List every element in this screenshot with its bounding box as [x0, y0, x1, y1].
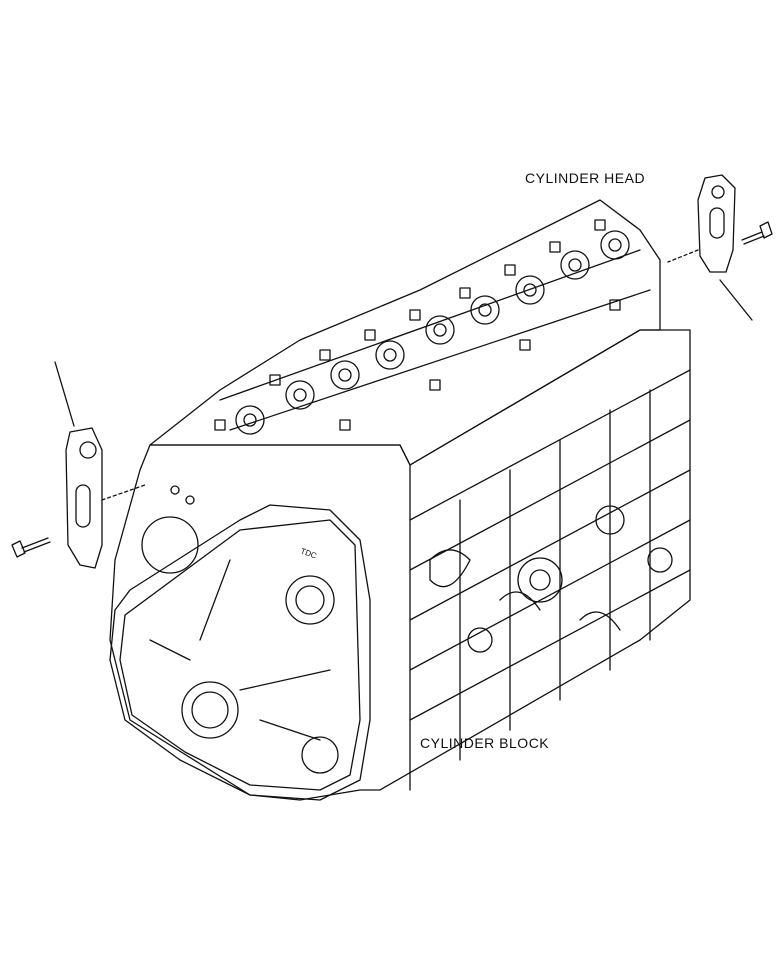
front-gear-cover	[109, 485, 371, 801]
cylinder-block	[109, 329, 691, 801]
right-lifting-bracket	[667, 174, 753, 321]
tdc-mark: TDC	[299, 546, 318, 560]
right-bolt	[741, 221, 773, 245]
left-lifting-bracket	[54, 361, 146, 569]
left-bolt	[11, 537, 51, 558]
cylinder-block-label: CYLINDER BLOCK	[420, 735, 550, 751]
cylinder-head-label: CYLINDER HEAD	[525, 170, 646, 186]
cylinder-head	[149, 199, 661, 466]
head-bolts	[214, 219, 621, 431]
